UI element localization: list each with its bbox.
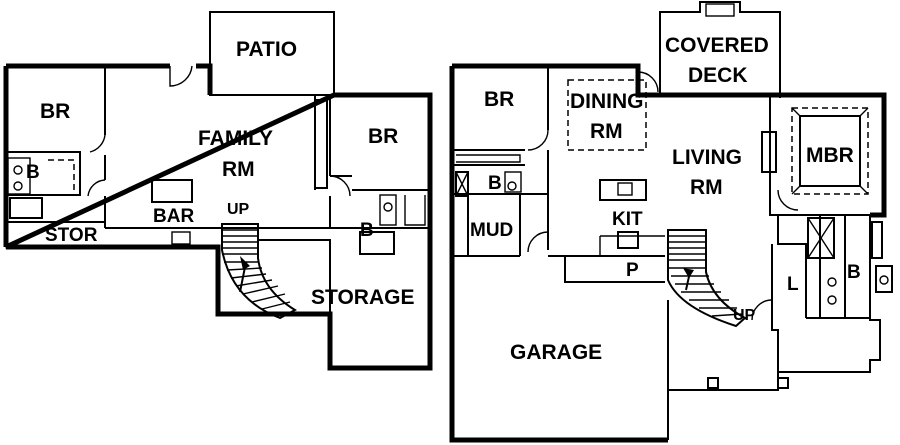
mbr-ceiling-outer bbox=[791, 107, 869, 195]
living-fireplace bbox=[761, 131, 777, 173]
dining-rm-label-2: RM bbox=[590, 120, 623, 143]
family-rm-label-2: RM bbox=[222, 158, 255, 181]
mbr-ceiling-corners bbox=[791, 107, 869, 195]
main-door-swing-mbr bbox=[777, 189, 799, 211]
master-toilet-box bbox=[875, 265, 893, 293]
mbr-ceiling-inner bbox=[799, 115, 861, 187]
br-right-label: BR bbox=[368, 125, 398, 148]
mud-hatch bbox=[455, 171, 469, 197]
living-rm-label-1: LIVING bbox=[672, 146, 742, 169]
main-stair-treads bbox=[668, 235, 743, 317]
master-shower bbox=[807, 217, 835, 259]
lower-right-vanity bbox=[379, 194, 397, 226]
lower-bar-sink bbox=[171, 231, 191, 245]
lower-interior-walls bbox=[6, 66, 430, 229]
lower-up-label: UP bbox=[227, 201, 250, 218]
bar-label: BAR bbox=[153, 206, 194, 227]
lower-bar-island bbox=[151, 179, 193, 203]
main-bath-small-label: B bbox=[488, 173, 502, 194]
kit-label: KIT bbox=[612, 209, 643, 230]
kitchen-cooktop bbox=[617, 231, 639, 249]
mbr-label: MBR bbox=[806, 144, 854, 167]
covered-deck-label-1: COVERED bbox=[665, 34, 769, 57]
master-bath-label: B bbox=[847, 262, 861, 283]
lower-left-tub bbox=[9, 197, 43, 219]
deck-fireplace bbox=[705, 3, 735, 17]
main-door-swing-deck bbox=[637, 71, 659, 93]
bath-left-label: B bbox=[26, 162, 40, 183]
living-rm-label-2: RM bbox=[690, 176, 723, 199]
main-up-label: UP bbox=[733, 307, 756, 324]
lower-stair-treads bbox=[222, 229, 291, 310]
main-level-plan: COVERED DECK BR DINING RM LIVING RM MBR … bbox=[449, 1, 893, 443]
main-stair-outline bbox=[667, 229, 747, 328]
patio-outline bbox=[209, 11, 335, 96]
garage-label: GARAGE bbox=[510, 341, 602, 364]
master-toilet bbox=[879, 275, 889, 285]
front-porch bbox=[667, 372, 779, 391]
lower-door-swing-patio bbox=[169, 65, 193, 87]
kitchen-counter bbox=[599, 235, 665, 256]
covered-deck-outline bbox=[659, 1, 781, 98]
kitchen-sink bbox=[617, 182, 633, 196]
patio-label: PATIO bbox=[236, 38, 297, 61]
main-bath-toilet bbox=[507, 181, 517, 191]
main-br-label: BR bbox=[484, 88, 514, 111]
kitchen-island bbox=[599, 179, 647, 201]
stor-label: STOR bbox=[45, 225, 98, 246]
covered-deck-label-2: DECK bbox=[688, 64, 748, 87]
master-sink-1 bbox=[827, 277, 837, 287]
lower-left-toilet bbox=[13, 181, 23, 191]
dining-ceiling bbox=[567, 79, 647, 151]
pantry-label: P bbox=[626, 260, 639, 281]
lower-column bbox=[314, 99, 328, 189]
master-shower-x bbox=[807, 217, 835, 259]
main-bath-vanity bbox=[504, 171, 522, 193]
lower-left-vanity bbox=[7, 157, 31, 195]
lower-right-tub bbox=[359, 231, 395, 255]
mud-label: MUD bbox=[470, 220, 513, 241]
main-door-swing-mud bbox=[527, 231, 549, 253]
lower-stair-arrowhead bbox=[240, 256, 250, 270]
lower-right-toilet bbox=[383, 202, 393, 212]
porch-post-1 bbox=[707, 377, 719, 389]
lower-door-swing-brright bbox=[329, 175, 351, 197]
lower-storage-wall bbox=[258, 239, 331, 314]
bath-right-label: B bbox=[360, 220, 374, 241]
main-stair-arrowhead bbox=[683, 268, 694, 278]
main-door-swing-front bbox=[751, 299, 773, 321]
master-sink-2 bbox=[827, 295, 837, 305]
master-tub bbox=[871, 221, 883, 259]
lower-left-shower bbox=[48, 159, 75, 192]
lower-door-swing-bath bbox=[87, 179, 106, 197]
porch-post-2 bbox=[777, 377, 789, 389]
storage-label: STORAGE bbox=[311, 286, 414, 309]
br-closet bbox=[456, 154, 521, 163]
lower-level-plan: PATIO BR FAMILY RM BR B B STOR BAR UP ST… bbox=[3, 11, 433, 371]
lower-right-closet bbox=[404, 195, 426, 226]
lower-door-swing-br bbox=[89, 134, 106, 153]
lower-left-sink bbox=[13, 165, 23, 175]
main-door-swing-br bbox=[527, 129, 549, 151]
family-rm-label-1: FAMILY bbox=[198, 127, 273, 150]
laundry-label: L bbox=[787, 274, 799, 295]
main-right-lower bbox=[771, 215, 881, 373]
br-left-label: BR bbox=[40, 100, 70, 123]
mud-hatch-x bbox=[455, 171, 469, 197]
dining-rm-label-1: DINING bbox=[570, 90, 644, 113]
